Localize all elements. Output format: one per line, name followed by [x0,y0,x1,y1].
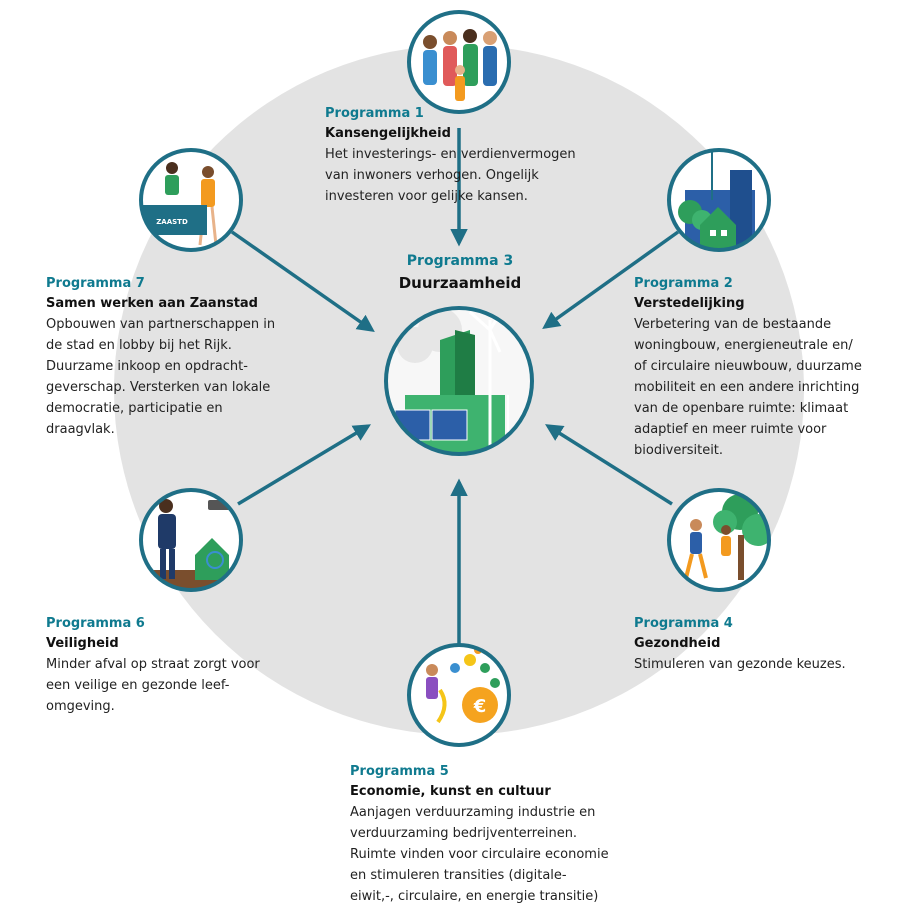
solar-wind-energy-icon [384,306,534,456]
p4-programme: Programma 4 [634,616,733,631]
p7-desc-line: democratie, participatie en [46,401,223,416]
p2-desc-line: biodiversiteit. [634,443,724,458]
saxophone-coins-icon: € [407,643,511,747]
police-officer-camera-icon [139,488,243,592]
reception-desk-icon: ZAASTD [139,148,243,252]
node-label-p5: Programma 5 Economie, kunst en cultuur A… [350,762,650,907]
p5-desc-line: en stimuleren transities (digitale- [350,868,567,883]
p4-desc-line: Stimuleren van gezonde keuzes. [634,657,846,672]
p5-programme: Programma 5 [350,764,449,779]
p6-programme: Programma 6 [46,616,145,631]
p5-desc-line: eiwit,-, circulaire, en energie transiti… [350,889,599,904]
p6-desc-line: omgeving. [46,699,115,714]
p4-title: Gezondheid [634,636,721,651]
p1-desc-line: investeren voor gelijke kansen. [325,189,528,204]
p5-desc-line: verduurzaming bedrijventerreinen. [350,826,578,841]
arrows [230,128,680,644]
city-construction-icon [667,148,771,252]
p1-desc-line: van inwoners verhogen. Ongelijk [325,168,539,183]
p7-desc-line: draagvlak. [46,422,115,437]
p2-desc-line: of circulaire nieuwbouw, duurzame [634,359,862,374]
p7-programme: Programma 7 [46,276,145,291]
p5-title: Economie, kunst en cultuur [350,784,551,799]
p5-desc-line: Ruimte vinden voor circulaire economie [350,847,609,862]
p7-desc-line: Opbouwen van partnerschappen in [46,317,276,332]
p2-desc-line: mobiliteit en een andere inrichting [634,380,860,395]
node-label-p1: Programma 1 Kansengelijkheid Het investe… [325,104,595,207]
p7-title: Samen werken aan Zaanstad [46,296,258,311]
p2-title: Verstedelijking [634,296,745,311]
family-group-icon [407,10,511,114]
p7-desc-line: Duurzame inkoop en opdracht- [46,359,248,374]
p6-title: Veiligheid [46,636,119,651]
p6-desc-line: Minder afval op straat zorgt voor [46,657,260,672]
arrow-p4 [545,424,673,506]
p6-desc-line: een veilige en gezonde leef- [46,678,230,693]
p2-programme: Programma 2 [634,276,733,291]
node-label-p6: Programma 6 Veiligheid Minder afval op s… [46,614,316,717]
jogging-people-tree-icon [667,488,771,592]
p5-desc-line: Aanjagen verduurzaming industrie en [350,805,596,820]
center-programme: Programma 3 [406,253,514,269]
p1-desc-line: Het investerings- en verdienvermogen [325,147,576,162]
p1-programme: Programma 1 [325,106,424,121]
node-label-p7: Programma 7 Samen werken aan Zaanstad Op… [46,274,326,440]
arrow-p6 [237,424,372,506]
p7-desc-line: de stad en lobby bij het Rijk. [46,338,232,353]
arrow-p2 [542,230,680,330]
center-title: Duurzaamheid [398,274,522,292]
node-label-p4: Programma 4 Gezondheid Stimuleren van ge… [634,614,904,675]
svg-text:€: € [473,696,487,717]
arrow-p7 [230,230,375,333]
node-label-p2: Programma 2 Verstedelijking Verbetering … [634,274,904,461]
p2-desc-line: Verbetering van de bestaande [634,317,832,332]
p7-desc-line: geverschap. Versterken van lokale [46,380,271,395]
desk-sign-text: ZAASTD [156,218,188,226]
center-label: Programma 3 Duurzaamheid [340,250,580,294]
p1-title: Kansengelijkheid [325,126,451,141]
p2-desc-line: woningbouw, energieneutrale en/ [634,338,853,353]
p2-desc-line: van de openbare ruimte: klimaat [634,401,849,416]
p2-desc-line: adaptief en meer ruimte voor [634,422,827,437]
